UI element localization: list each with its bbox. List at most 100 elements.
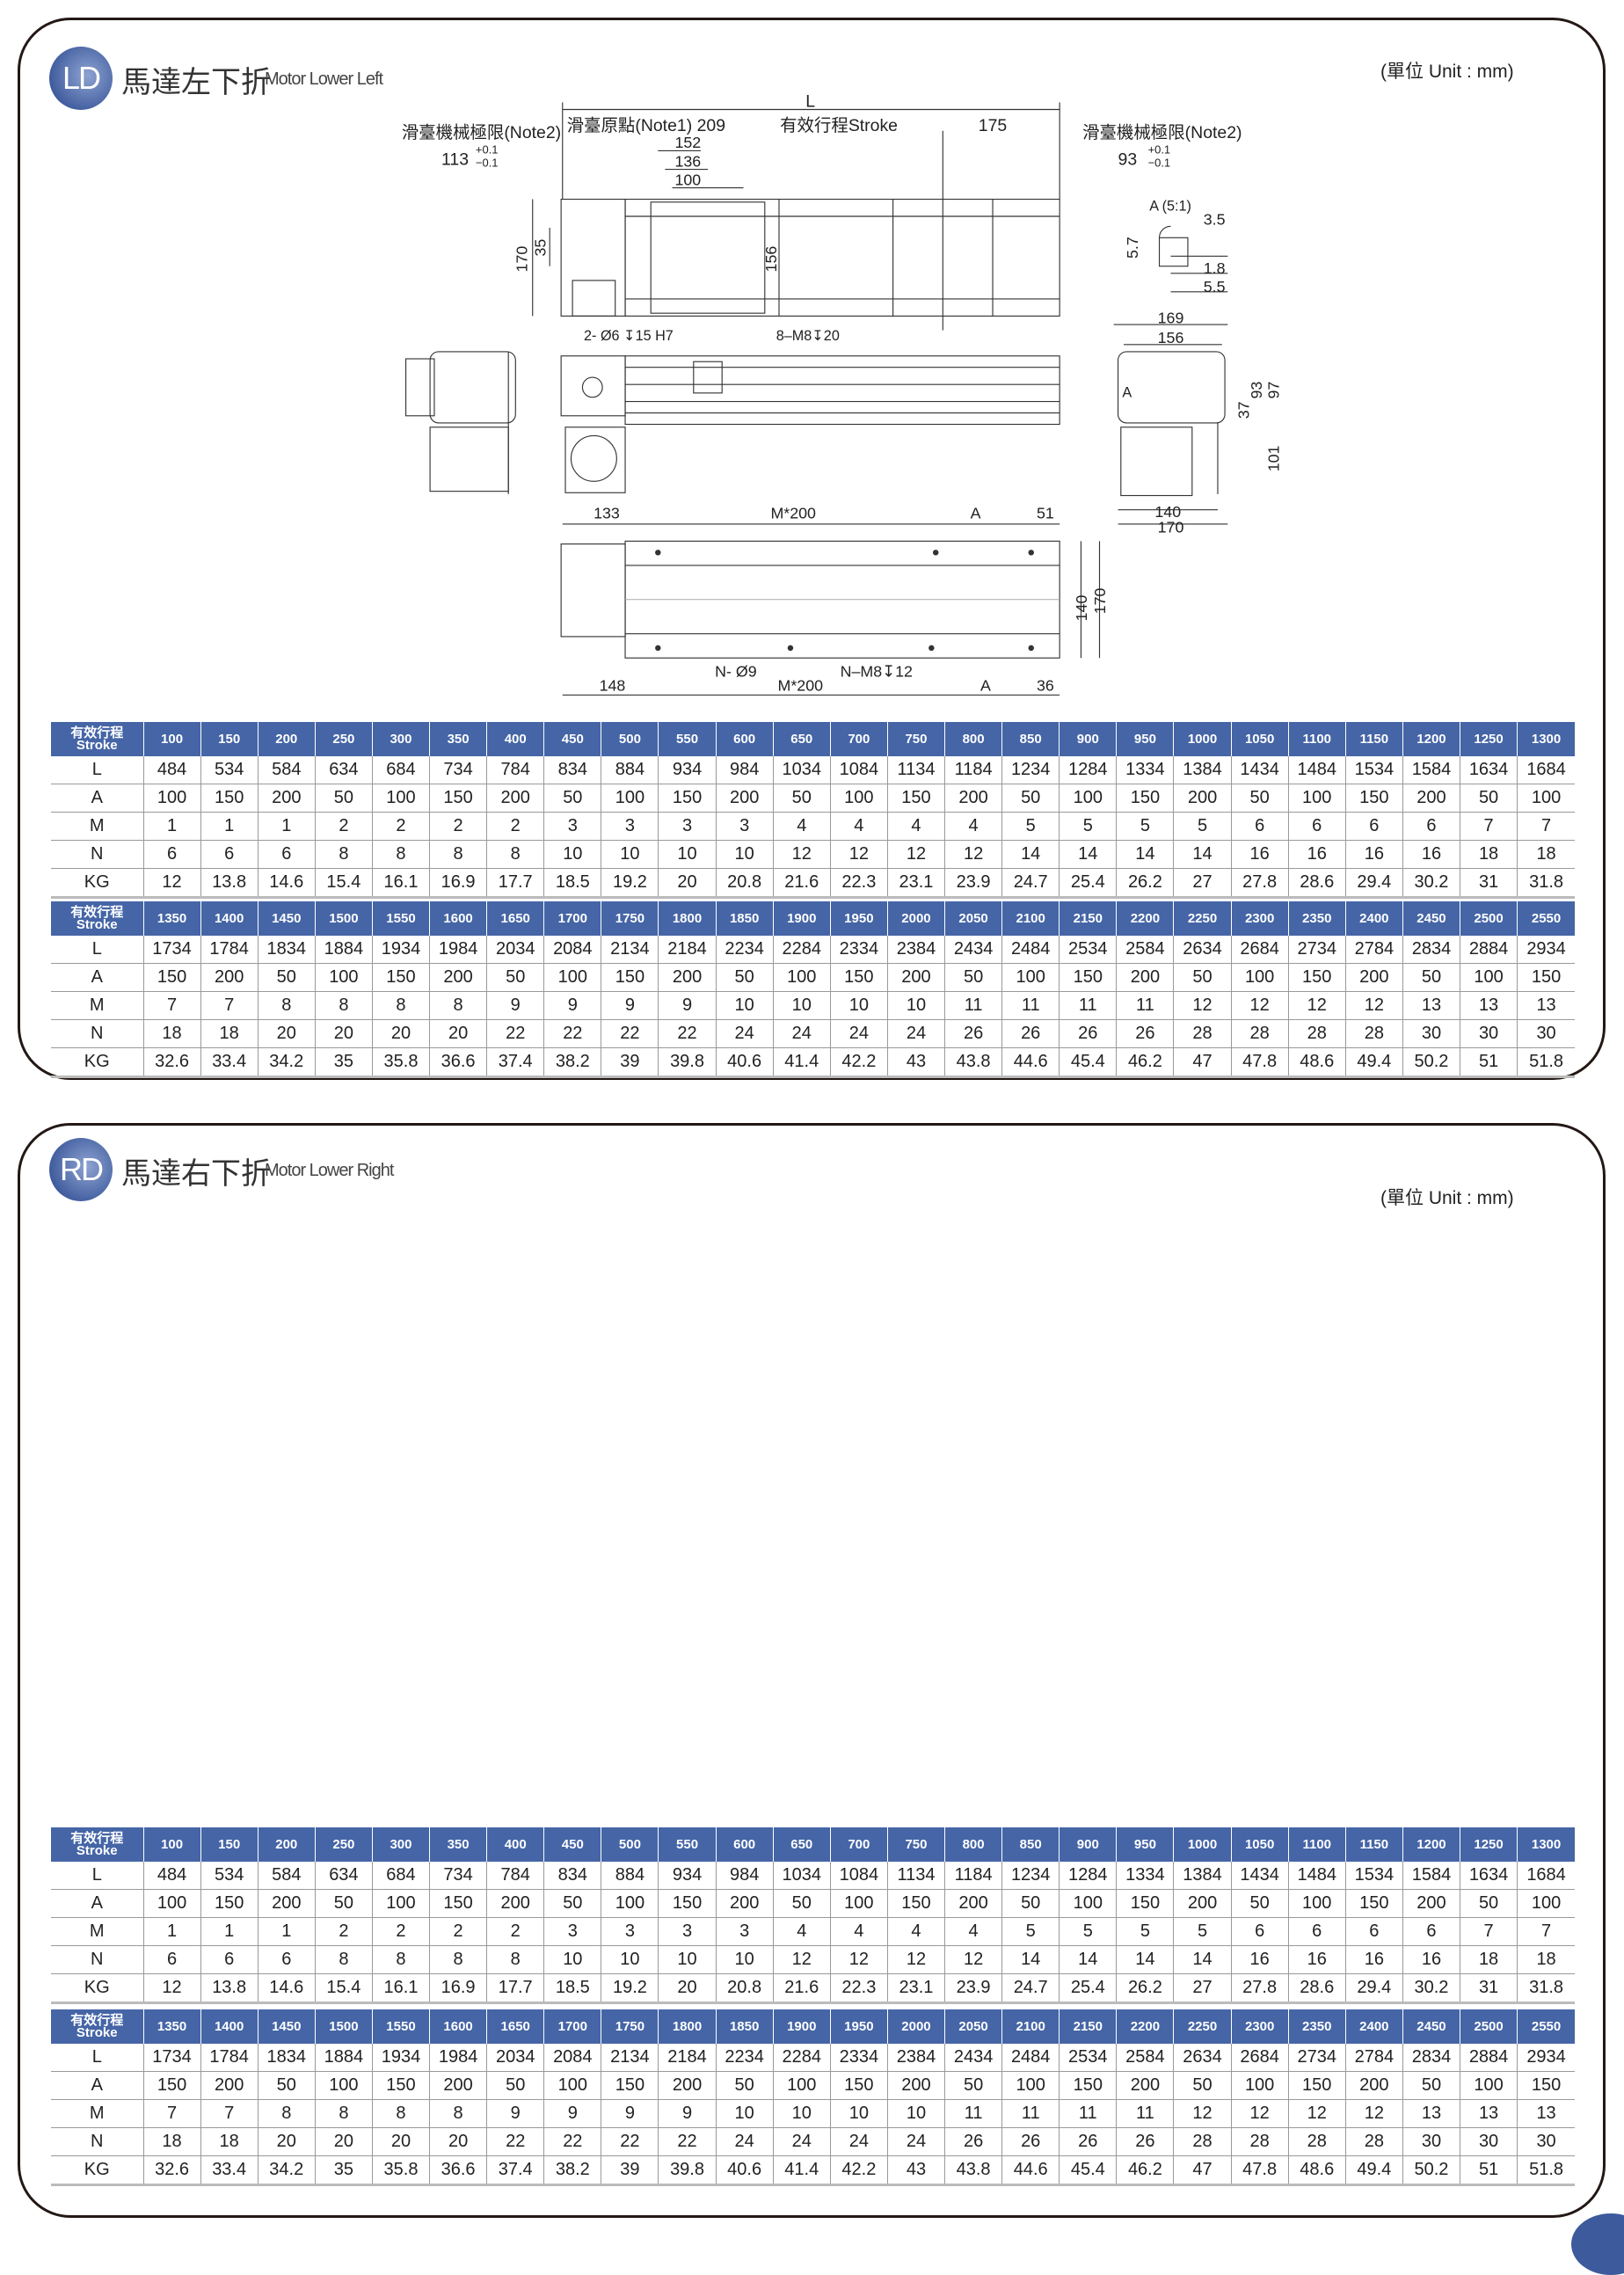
stroke-value: 350: [429, 722, 488, 756]
cell-value: 2534: [1059, 2044, 1118, 2072]
cell-value: 16: [1402, 1945, 1461, 1974]
cell-value: 15.4: [315, 1973, 373, 2004]
cell-value: 16: [1231, 1945, 1289, 1974]
cell-value: 16.1: [372, 1973, 431, 2004]
stroke-value: 2100: [1001, 901, 1060, 936]
cell-value: 1: [258, 812, 316, 841]
cell-value: 2634: [1173, 2044, 1232, 2072]
cell-value: 8: [315, 2099, 373, 2128]
cell-value: 43.8: [944, 2155, 1003, 2186]
cell-value: 1084: [830, 756, 888, 784]
cell-value: 20: [429, 1019, 488, 1048]
stroke-value: 200: [258, 1827, 316, 1862]
stroke-value: 1850: [716, 901, 774, 936]
stroke-value: 1950: [830, 901, 888, 936]
cell-value: 50.2: [1402, 2155, 1461, 2186]
stroke-value: 1050: [1231, 722, 1289, 756]
stroke-value: 150: [200, 1827, 259, 1862]
stroke-value: 200: [258, 722, 316, 756]
cell-value: 24.7: [1001, 1973, 1060, 2004]
cell-value: 100: [143, 1889, 201, 1918]
row-label: A: [51, 963, 144, 992]
cell-value: 9: [601, 2099, 659, 2128]
cell-value: 2884: [1460, 936, 1518, 964]
stroke-value: 1400: [200, 901, 259, 936]
cell-value: 50: [716, 963, 774, 992]
stroke-header-zh: 有效行程: [70, 2012, 124, 2028]
cell-value: 28: [1288, 2127, 1346, 2156]
cell-value: 1334: [1116, 1862, 1175, 1890]
stroke-value: 1900: [773, 2009, 831, 2044]
cell-value: 484: [143, 1862, 201, 1890]
cell-value: 27: [1173, 868, 1232, 899]
cell-value: 684: [372, 1862, 431, 1890]
stroke-value: 2350: [1288, 2009, 1346, 2044]
dim-label: −0.1: [1148, 156, 1171, 169]
cell-value: 2584: [1116, 936, 1175, 964]
cell-value: 16.9: [429, 1973, 488, 2004]
cell-value: 12: [830, 840, 888, 869]
cell-value: 26: [944, 2127, 1003, 2156]
cell-value: 16: [1345, 1945, 1403, 1974]
cell-value: 7: [1460, 812, 1518, 841]
dim-label: 8–M8↧20: [776, 328, 840, 344]
cell-value: 2684: [1231, 2044, 1289, 2072]
stroke-value: 1150: [1345, 1827, 1403, 1862]
cell-value: 12: [887, 840, 946, 869]
cell-value: 1834: [258, 2044, 316, 2072]
dim-label: 滑臺機械極限(Note2): [402, 123, 561, 142]
cell-value: 2234: [716, 2044, 774, 2072]
dim-label: 170: [1158, 519, 1184, 536]
dim-label: 148: [600, 676, 626, 694]
dim-label: A: [971, 504, 981, 521]
dim-label: 93: [1248, 382, 1265, 399]
cell-value: 12: [1231, 2099, 1289, 2128]
cell-value: 7: [1460, 1917, 1518, 1946]
dim-label: 2- Ø6 ↧15 H7: [584, 328, 674, 344]
cell-value: 14: [1001, 1945, 1060, 1974]
cell-value: 100: [830, 784, 888, 813]
cell-value: 1584: [1402, 756, 1461, 784]
cell-value: 40.6: [716, 2155, 774, 2186]
cell-value: 45.4: [1059, 2155, 1118, 2186]
cell-value: 6: [1288, 812, 1346, 841]
stroke-value: 600: [716, 1827, 774, 1862]
cell-value: 16: [1288, 840, 1346, 869]
cell-value: 150: [887, 1889, 946, 1918]
cell-value: 20: [658, 1973, 717, 2004]
cell-value: 150: [1288, 2071, 1346, 2100]
cell-value: 11: [1001, 991, 1060, 1020]
cell-value: 27.8: [1231, 1973, 1289, 2004]
cell-value: 2434: [944, 2044, 1003, 2072]
cell-value: 38.2: [543, 1047, 602, 1078]
dim-label: 156: [1158, 329, 1184, 346]
cell-value: 200: [486, 1889, 545, 1918]
cell-value: 27.8: [1231, 868, 1289, 899]
row-label: N: [51, 2127, 144, 2156]
stroke-value: 1400: [200, 2009, 259, 2044]
stroke-value: 2050: [944, 901, 1003, 936]
cell-value: 100: [1460, 963, 1518, 992]
dimension-drawing: L 滑臺原點(Note1) 209 有效行程Stroke 175 滑臺機械極限(…: [402, 91, 1283, 696]
cell-value: 1034: [773, 756, 831, 784]
stroke-header-en: Stroke: [76, 2024, 118, 2040]
cell-value: 49.4: [1345, 1047, 1403, 1078]
cell-value: 1284: [1059, 1862, 1118, 1890]
section-title-en: Motor Lower Left: [265, 69, 383, 89]
stroke-value: 1100: [1288, 722, 1346, 756]
cell-value: 50.2: [1402, 1047, 1461, 1078]
cell-value: 150: [887, 784, 946, 813]
stroke-value: 300: [372, 1827, 431, 1862]
cell-value: 18: [200, 2127, 259, 2156]
cell-value: 2434: [944, 936, 1003, 964]
cell-value: 22: [543, 1019, 602, 1048]
cell-value: 1484: [1288, 756, 1346, 784]
cell-value: 3: [658, 1917, 717, 1946]
cell-value: 24: [773, 2127, 831, 2156]
section-title-en: Motor Lower Right: [265, 1161, 394, 1180]
